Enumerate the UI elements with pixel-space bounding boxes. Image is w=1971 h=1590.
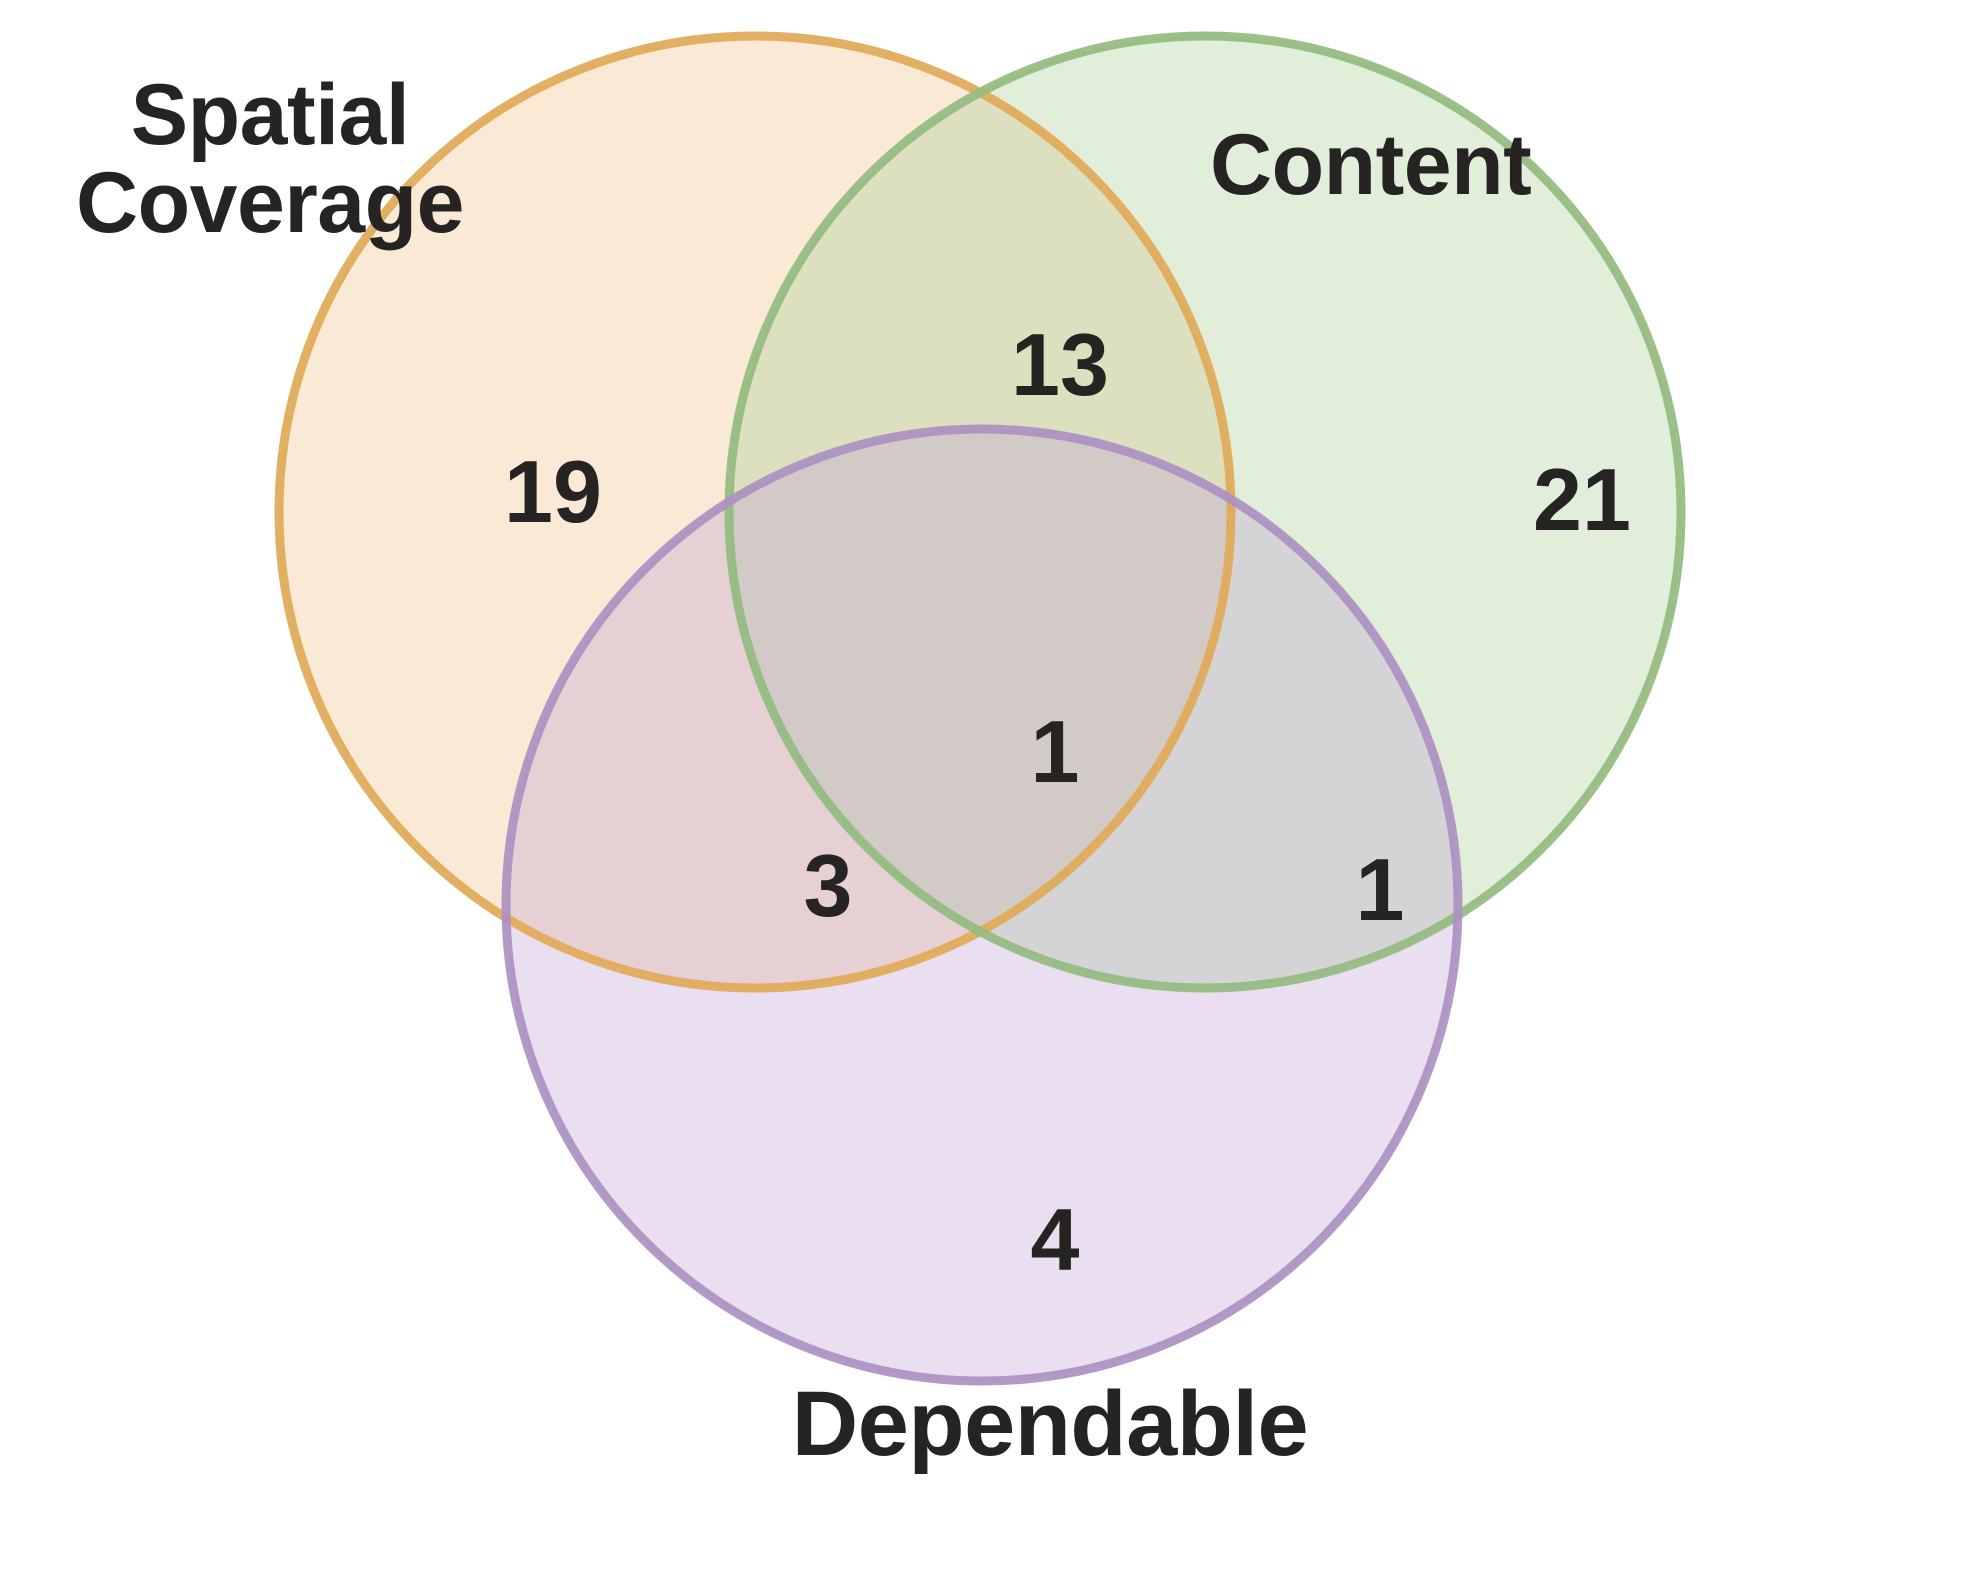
set-label-spatial-line2: Coverage: [76, 154, 464, 251]
count-all-three: 1: [1030, 702, 1080, 801]
set-label-spatial-line1: Spatial: [130, 67, 410, 163]
count-content-only: 21: [1533, 450, 1631, 549]
circle-content-fill: [729, 36, 1681, 988]
count-spatial-only: 19: [504, 442, 602, 541]
venn-outlines: [274, 31, 1686, 1386]
count-spatial-content: 13: [1011, 315, 1109, 414]
circle-dependable-outline: [501, 424, 1463, 1386]
count-dependable-only: 4: [1030, 1190, 1080, 1289]
count-spatial-dependable: 3: [803, 836, 853, 935]
set-label-dependable: Dependable: [791, 1373, 1309, 1475]
circle-dependable-fill: [506, 429, 1458, 1381]
venn-fills: [279, 36, 1681, 1381]
circle-content-outline: [724, 31, 1686, 993]
count-content-dependable: 1: [1355, 840, 1405, 939]
set-label-content: Content: [1210, 117, 1532, 213]
circle-spatial-fill: [279, 36, 1231, 988]
circle-spatial-outline: [274, 31, 1236, 993]
